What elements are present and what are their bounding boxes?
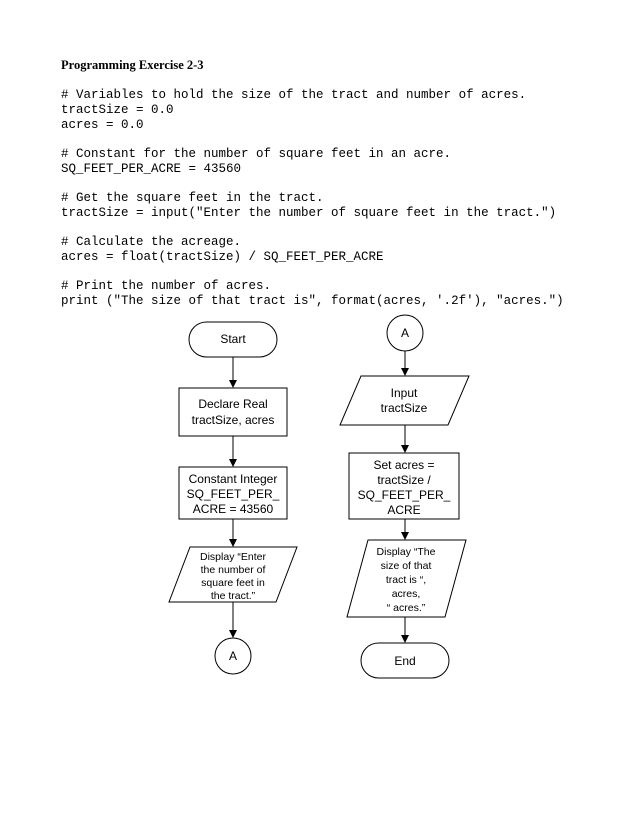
connector-a-label: A (229, 649, 237, 663)
display-right-line-4: acres, (392, 588, 421, 600)
constant-line-1: Constant Integer (189, 472, 278, 486)
display-left-line-2: the number of (201, 564, 266, 576)
declare-line-2: tractSize, acres (192, 413, 275, 427)
start-terminal: Start (188, 321, 278, 358)
display-left-line-4: the tract.” (211, 590, 256, 602)
declare-line-1: Declare Real (198, 397, 267, 411)
set-line-3: SQ_FEET_PER_ (358, 488, 451, 502)
code-line: # Variables to hold the size of the trac… (61, 88, 527, 102)
code-line: tractSize = 0.0 (61, 103, 174, 117)
code-line: tractSize = input("Enter the number of s… (61, 206, 557, 220)
constant-line-2: SQ_FEET_PER_ (187, 487, 280, 501)
code-line: # Print the number of acres. (61, 279, 272, 293)
constant-process-box: Constant Integer SQ_FEET_PER_ ACRE = 435… (178, 466, 288, 520)
display-right-line-2: size of that (381, 560, 432, 572)
code-line: SQ_FEET_PER_ACRE = 43560 (61, 162, 242, 176)
connector-a-label: A (401, 326, 409, 340)
code-line: print ("The size of that tract is", form… (61, 294, 564, 308)
set-line-2: tractSize / (377, 473, 431, 487)
set-line-1: Set acres = (373, 458, 434, 472)
declare-process-box: Declare Real tractSize, acres (178, 387, 288, 437)
set-acres-process-box: Set acres = tractSize / SQ_FEET_PER_ ACR… (348, 452, 460, 520)
display-right-line-1: Display “The (377, 546, 436, 558)
start-label: Start (220, 332, 246, 346)
code-line: acres = float(tractSize) / SQ_FEET_PER_A… (61, 250, 384, 264)
set-line-4: ACRE (387, 503, 420, 517)
page-heading: Programming Exercise 2-3 (61, 58, 204, 72)
end-terminal: End (360, 642, 450, 679)
connector-a-top: A (386, 314, 424, 352)
input-line-1: Input (391, 386, 418, 400)
end-label: End (394, 654, 415, 668)
connector-a-bottom: A (214, 637, 252, 675)
display-left-line-3: square feet in (201, 577, 265, 589)
code-line: # Get the square feet in the tract. (61, 191, 324, 205)
display-result-parallelogram: Display “The size of that tract is “, ac… (346, 539, 467, 618)
constant-line-3: ACRE = 43560 (193, 502, 274, 516)
input-line-2: tractSize (381, 401, 428, 415)
code-line: # Constant for the number of square feet… (61, 147, 452, 161)
code-listing: # Variables to hold the size of the trac… (61, 88, 564, 309)
display-left-line-1: Display “Enter (200, 551, 266, 563)
code-line: # Calculate the acreage. (61, 235, 242, 249)
input-parallelogram: Input tractSize (339, 375, 470, 426)
display-right-line-3: tract is “, (386, 574, 426, 586)
code-line: acres = 0.0 (61, 118, 144, 132)
display-right-line-5: “ acres.” (387, 602, 426, 614)
display-output-parallelogram: Display “Enter the number of square feet… (168, 546, 298, 603)
